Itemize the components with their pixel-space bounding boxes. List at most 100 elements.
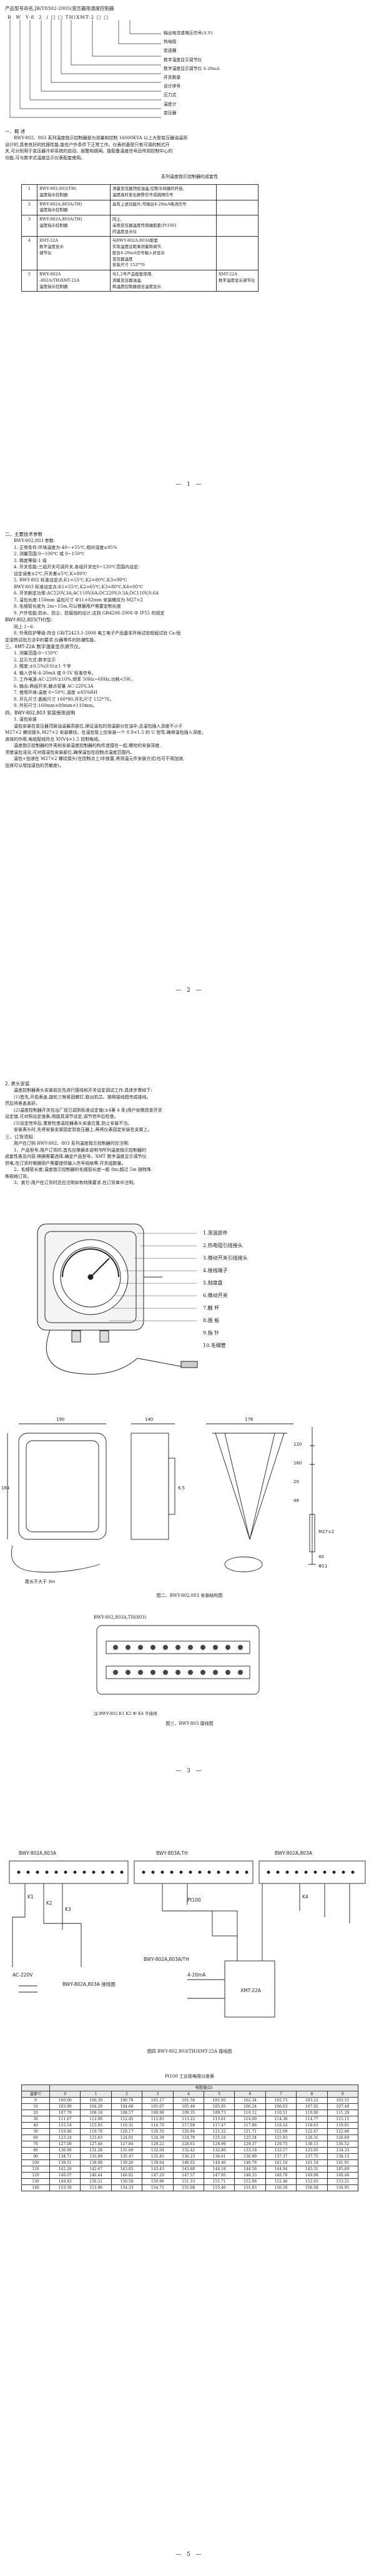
pt100-value-cell: 134.71: [49, 2153, 81, 2160]
pt100-value-cell: 153.21: [327, 2178, 359, 2185]
page-number: — 3 —: [175, 1768, 204, 1774]
pt100-value-cell: 150.21: [80, 2178, 112, 2185]
pt100-value-cell: 133.18: [234, 2147, 266, 2154]
model-label: 温度计: [164, 101, 177, 107]
tech-line: 6. 开关额定功率:AC220V,3A;AC110V,6A;DC220V,0.3…: [14, 591, 159, 596]
head-install-line: 设定值,可对照设定值表,用旋具调节设定,调节完毕后检查。: [5, 1114, 119, 1120]
diagram-label: 4-20mA: [187, 1972, 206, 1978]
pt100-value-cell: 128.61: [172, 2141, 205, 2148]
order-line: 供电,在订货时根据用户需要提供输入信号规格等,开关组数量。: [5, 1160, 126, 1166]
row-description: 同上, 采用变压器温度传感器配套(Pt100) 的温度显示仪: [110, 214, 217, 237]
pt100-value-cell: 126.69: [327, 2134, 359, 2141]
row-number: 2: [21, 199, 37, 215]
part-label: 1.测温部件: [203, 1230, 228, 1236]
overview-line: BWY-802、803 系列温度指示控制器是为测量和控制 16000KVA 以上…: [14, 136, 188, 141]
row-number: 1: [21, 184, 37, 200]
dim-label: 40: [318, 1554, 324, 1559]
dimension-drawing: 190 140 164 176 120 160 20 48 M27×2 40 Φ…: [1, 1417, 334, 1584]
install-title: 四、BWY-802,803 安装使用说明: [5, 709, 76, 716]
pt100-value-cell: 107.02: [296, 2103, 328, 2110]
xmt-line: 5. 工作电源:AC-220V±10%,频率 50Hz~60Hz,功耗<5W。: [14, 677, 135, 683]
pt100-value-cell: 147.20: [142, 2172, 174, 2179]
row-description: 与BWY-802A,803A配套 实现温度远距离测量和调节, 配合4-20mA信…: [110, 236, 217, 270]
tech-line: 3. 精度等级:1 级: [14, 558, 47, 563]
pt100-value-cell: 119.01: [327, 2122, 359, 2129]
diagram-label: K2: [46, 1900, 52, 1906]
pt100-value-cell: 148.33: [234, 2172, 266, 2179]
pt100-value-cell: 116.31: [111, 2122, 143, 2129]
diagram-label: AC-220V: [12, 1972, 33, 1978]
pt100-value-cell: 123.63: [80, 2134, 112, 2141]
pt100-value-cell: 149.08: [296, 2172, 328, 2179]
pt100-value-cell: 156.20: [265, 2184, 297, 2191]
order-title: 三、订货须知: [5, 1133, 33, 1140]
diagram-label: BWY-803A,TH: [156, 1850, 188, 1856]
dim-label: 48: [293, 1498, 299, 1503]
model-standard-ref: JB/T8302-2005(变压器用温度控制器: [34, 6, 114, 11]
pt100-value-cell: 108.57: [111, 2110, 143, 2116]
pt100-value-cell: 135.09: [80, 2153, 112, 2160]
code-letter: TH)XMT-2: [65, 14, 95, 20]
pt100-value-cell: 120.17: [111, 2128, 143, 2135]
code-letter: W: [16, 14, 22, 20]
tech-line: 2. 测量范围:0~100℃ 或 0~150℃: [14, 551, 85, 557]
head-install-line: 然后将表盖盖好。: [5, 1101, 40, 1107]
head-install-line: 温度控制器表头安装前应先进行接线和开关设定调试工作,具体步骤如下:: [14, 1088, 152, 1093]
pt100-value-cell: 107.40: [327, 2103, 359, 2110]
pt100-value-cell: 125.54: [234, 2134, 266, 2141]
dim-label: 160: [293, 1461, 302, 1466]
pt100-value-cell: 155.08: [172, 2184, 205, 2191]
page-1: 产品型号命名,JB/T8302-2005(变压器用温度控制器 B W Y-8 2…: [0, 0, 379, 512]
page-number: — 1 —: [175, 481, 204, 488]
bwy802a-title: BWY-802,803(TH)型:: [5, 617, 52, 623]
pt100-value-cell: 111.67: [49, 2116, 81, 2123]
xmt-line: 3. 精度:±0.5%(F.S)±1 个字: [14, 664, 71, 669]
model-code-bracket-lines: [9, 20, 161, 118]
pt100-value-cell: 150.96: [142, 2178, 174, 2185]
pt100-value-cell: 122.86: [327, 2128, 359, 2135]
pt100-value-cell: 136.61: [203, 2153, 235, 2160]
pt100-value-cell: 152.08: [234, 2178, 266, 2185]
pt100-value-cell: 156.58: [296, 2184, 328, 2191]
row-description: 具有上述功能外,可输出4-20mA电流信号: [110, 199, 217, 215]
pt100-header-cell: 2: [111, 2091, 143, 2098]
pt100-value-cell: 101.17: [142, 2097, 174, 2104]
pt100-value-cell: 153.58: [49, 2184, 81, 2191]
wiring-diagram: BWY-802A,803A BWY-803A,TH BWY-802A,803A …: [9, 1850, 366, 2018]
install-line: M27×2 螺纹接头,M27×2 安装螺纹。在温包管上应安装一个 0.9×1.5…: [5, 730, 206, 735]
pt100-value-cell: 140.02: [172, 2159, 205, 2166]
model-label: 数字温度显示调节仪 4-20mA: [164, 66, 220, 71]
pt100-value-cell: 105.07: [142, 2103, 174, 2110]
head-install-line: (2)温度控制器开关在出厂前已调到标准设定值(±4第 4 条)用户如需改变开关: [14, 1107, 162, 1113]
head-install-title: 2. 表头安装: [5, 1081, 30, 1087]
pt100-value-cell: 101.56: [172, 2097, 205, 2104]
row-product-name: BWY-802A -802A(TH)XMT-22A 温度指示控制器: [37, 269, 111, 292]
dim-label: 164: [1, 1486, 10, 1491]
table-row: 5 BWY-802A -802A(TH)XMT-22A 温度指示控制器 与1,2…: [21, 269, 258, 292]
part-label: 3.微动开关引线接头: [203, 1255, 248, 1261]
code-letter: □: [57, 14, 64, 20]
pt100-value-cell: 130.13: [296, 2141, 328, 2148]
pt100-value-cell: 119.40: [49, 2128, 81, 2135]
row-number: 4: [21, 236, 37, 270]
dim-label: M27×2: [318, 1529, 334, 1534]
pt100-value-cell: 131.66: [111, 2147, 143, 2154]
bwy802a-line: 定湿热试验方法中的要求,仪器零件的防潮性能。: [5, 637, 99, 643]
pt100-value-cell: 117.47: [203, 2122, 235, 2129]
code-letter: /: [46, 14, 49, 20]
head-install-line: (3)设定完毕后,重新检查温控器表头安装位置,防止安装不当。: [14, 1120, 132, 1126]
pt100-value-cell: 111.29: [327, 2110, 359, 2116]
row-product-name: BWY-802A,803A(TH) 温度指示控制器: [37, 214, 111, 237]
pt100-value-cell: 120.94: [172, 2128, 205, 2135]
pt100-temp-cell: 50: [21, 2128, 51, 2135]
pt100-value-cell: 143.05: [111, 2166, 143, 2173]
overview-line: 设计的,具有良好的抗振性能,能在户外条件下正常工作。仪表的基型只有可调的制式开: [5, 142, 170, 147]
part-label: 4.接线端子: [203, 1268, 228, 1273]
pt100-value-cell: 138.88: [80, 2159, 112, 2166]
dim-label: Φ11: [318, 1564, 327, 1569]
pt100-value-cell: 137.75: [296, 2153, 328, 2160]
